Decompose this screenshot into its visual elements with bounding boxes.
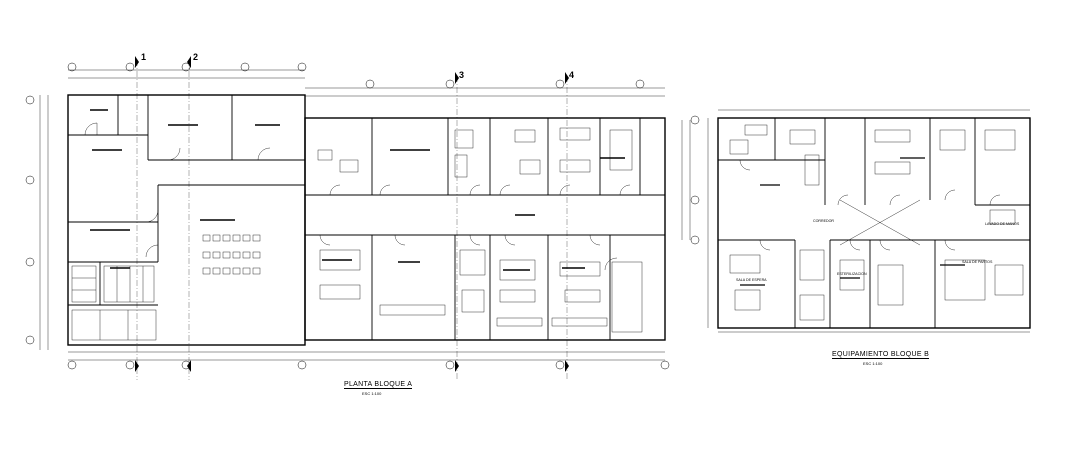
block-a-scale: ESC 1:100 (362, 391, 382, 396)
room-label-corridor: CORREDOR (813, 219, 834, 223)
block-a-grid-circles (25, 62, 700, 370)
block-a-dimensions (39, 69, 691, 361)
block-b-title: EQUIPAMIENTO BLOQUE B (832, 351, 930, 359)
grid-label-3: 3 (459, 70, 465, 80)
block-a-walls (67, 94, 666, 346)
block-b-scale: ESC 1:100 (863, 361, 883, 366)
grid-label-2: 2 (193, 52, 199, 62)
room-label-delivery: SALA DE PARTOS (962, 260, 993, 264)
block-b-furniture (729, 124, 1024, 321)
block-a-interior-walls (68, 95, 665, 340)
grid-label-1: 1 (141, 52, 147, 62)
block-b-walls (717, 117, 1031, 329)
block-a-room-tags (90, 109, 625, 271)
block-b-room-tags (740, 157, 965, 286)
room-label-sterilization: ESTERILIZACION (837, 272, 867, 276)
block-a-doors (84, 122, 631, 271)
block-a-title: PLANTA BLOQUE A (344, 381, 413, 389)
block-a-axis-markers (135, 56, 569, 372)
block-b-dimensions (707, 109, 1030, 333)
block-a-axis-lines (136, 60, 568, 380)
grid-label-4: 4 (569, 70, 575, 80)
room-label-handwash: LAVADO DE MANOS (985, 222, 1020, 226)
block-b-doors (739, 159, 1001, 251)
room-label-waiting: SALA DE ESPERA (736, 278, 767, 282)
block-b-corridor-cross (839, 199, 921, 246)
block-a-furniture (71, 127, 643, 341)
block-b-interior-walls (718, 118, 1030, 328)
